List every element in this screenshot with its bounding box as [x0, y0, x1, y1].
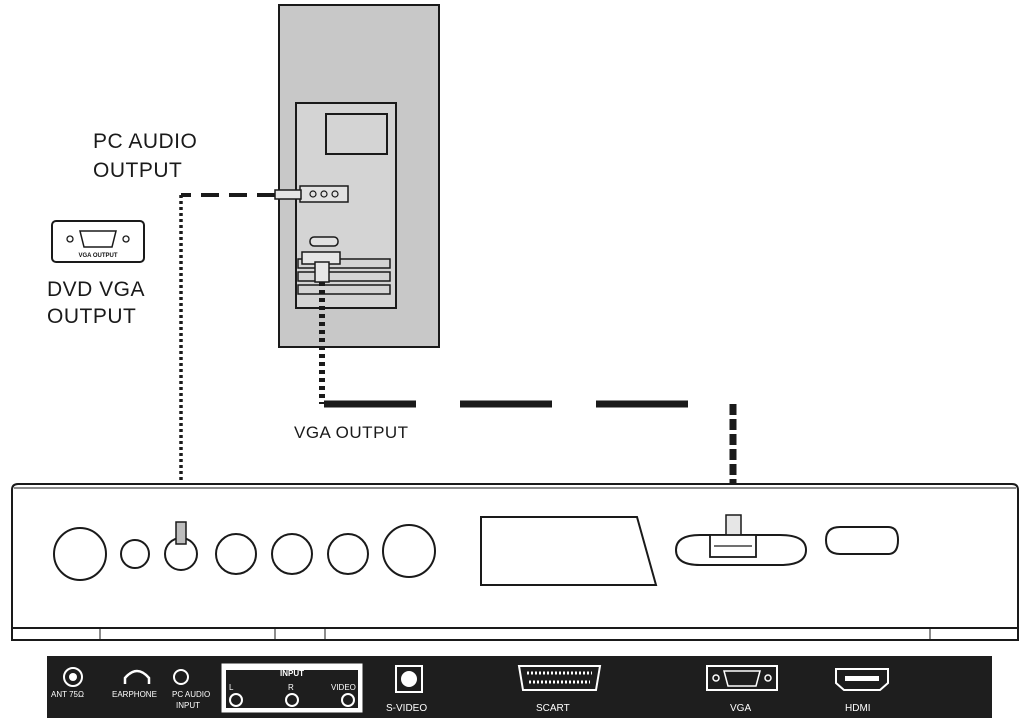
dvd-screw-left: [66, 235, 74, 243]
pc-vga-plug-body: [314, 261, 330, 283]
pc-audio-jack-3: [331, 190, 339, 198]
vga-plug-neck: [725, 514, 742, 538]
tv-port-svideo: [382, 524, 436, 578]
pc-audio-jack-icon: [173, 669, 189, 685]
dvd-connector-caption: VGA OUTPUT: [78, 253, 117, 259]
vga-icon-port: [723, 670, 761, 687]
tv-port-ant: [53, 527, 107, 581]
tv-port-hdmi: [824, 526, 900, 555]
hdmi-icon: [835, 668, 889, 691]
pc-audio-jacks: [299, 185, 349, 203]
pc-audio-output-label-line2: OUTPUT: [93, 159, 182, 182]
input-r-jack-icon: [285, 693, 299, 707]
audio-plug-in-tv: [175, 521, 187, 545]
input-box-inner: [226, 670, 358, 708]
hdmi-icon-inner: [845, 676, 879, 681]
strip-input-title: INPUT: [280, 669, 304, 678]
strip-pc-audio-label-line1: PC AUDIO: [172, 690, 210, 699]
tv-panel-base: [11, 627, 1019, 641]
vga-output-label: VGA OUTPUT: [294, 423, 409, 442]
vga-icon-screw-right: [764, 674, 772, 682]
tv-rear-panel: [11, 483, 1019, 641]
dvd-screw-right: [122, 235, 130, 243]
strip-input-r-label: R: [288, 683, 294, 692]
pc-audio-output-label-line1: PC AUDIO: [93, 130, 197, 153]
tv-port-earphone: [120, 539, 150, 569]
strip-pc-audio-label-line2: INPUT: [176, 701, 200, 710]
cables: [179, 193, 737, 522]
pc-expansion-slot-3: [297, 284, 391, 295]
vga-icon: [706, 665, 778, 691]
pc-audio-jack-1: [309, 190, 317, 198]
svideo-icon: [395, 665, 423, 693]
pc-tower: [274, 4, 440, 348]
tv-port-video: [327, 533, 369, 575]
panel-strip: ANT 75Ω EARPHONE PC AUDIO INPUT INPUT L …: [47, 656, 992, 718]
strip-vga-label: VGA: [730, 703, 751, 714]
scart-icon: [517, 665, 602, 691]
earphone-icon: [123, 669, 151, 684]
svideo-icon-inner: [401, 671, 417, 687]
tv-port-scart: [480, 516, 658, 586]
pc-audio-jack-2: [320, 190, 328, 198]
pc-vga-port: [309, 236, 339, 247]
strip-hdmi-label: HDMI: [845, 703, 871, 714]
tv-port-l: [215, 533, 257, 575]
strip-scart-label: SCART: [536, 703, 570, 714]
input-video-jack-icon: [341, 693, 355, 707]
strip-ant-label: ANT 75Ω: [51, 690, 84, 699]
tv-port-r: [271, 533, 313, 575]
pc-expansion-slot-1: [297, 258, 391, 269]
strip-input-l-label: L: [229, 683, 234, 692]
dvd-vga-port: [79, 230, 117, 248]
ant-icon: [63, 667, 83, 687]
vga-icon-screw-left: [712, 674, 720, 682]
pc-expansion-slot-2: [297, 271, 391, 282]
pc-audio-plug: [274, 189, 302, 200]
strip-svideo-label: S-VIDEO: [386, 703, 427, 714]
ant-icon-center: [69, 673, 77, 681]
dvd-vga-output-icon: VGA OUTPUT: [51, 220, 145, 263]
dvd-vga-output-label-line1: DVD VGA: [47, 278, 145, 301]
strip-earphone-label: EARPHONE: [112, 690, 157, 699]
input-l-jack-icon: [229, 693, 243, 707]
strip-input-video-label: VIDEO: [331, 683, 356, 692]
pc-psu: [325, 113, 388, 155]
dvd-vga-output-label-line2: OUTPUT: [47, 305, 136, 328]
